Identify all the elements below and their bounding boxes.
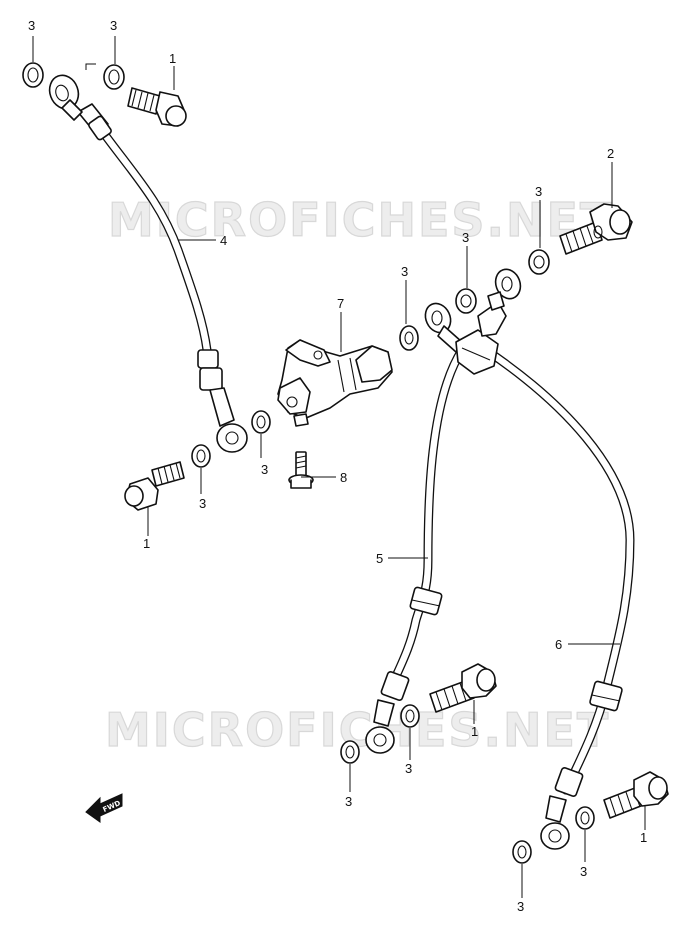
washer-3j[interactable] <box>575 806 595 830</box>
callout-3-lower-right: 3 <box>580 864 587 879</box>
watermark-top: MICROFICHES.NET <box>108 193 613 247</box>
callout-1-top: 1 <box>169 51 176 66</box>
washer-3a[interactable] <box>22 62 44 88</box>
callout-3-top-left: 3 <box>28 18 35 33</box>
fwd-arrow-icon: FWD <box>85 793 123 823</box>
leader-lines <box>32 36 646 898</box>
washer-3h[interactable] <box>400 704 420 728</box>
washer-3e[interactable] <box>399 325 419 351</box>
watermark-bottom: MICROFICHES.NET <box>105 703 610 757</box>
washer-3g[interactable] <box>251 410 271 434</box>
union-bolt-1a[interactable] <box>127 87 187 127</box>
callout-7: 7 <box>337 296 344 311</box>
callout-3-joint-right: 3 <box>401 264 408 279</box>
union-bolt-1b[interactable] <box>124 461 185 511</box>
hose-junction[interactable] <box>455 266 524 375</box>
washer-3d[interactable] <box>455 288 477 314</box>
three-way-joint-7[interactable] <box>277 339 393 427</box>
brake-hose-5[interactable] <box>365 299 467 754</box>
callout-3-bottom: 3 <box>517 899 524 914</box>
washer-3i[interactable] <box>340 740 360 764</box>
brake-hose-4[interactable] <box>45 63 248 453</box>
bolt-8[interactable] <box>288 451 314 489</box>
washer-3k[interactable] <box>512 840 532 864</box>
union-bolt-2[interactable] <box>559 203 633 255</box>
callout-3-joint-left: 3 <box>261 462 268 477</box>
callout-3-left: 3 <box>199 496 206 511</box>
callout-3-right-upper: 3 <box>535 184 542 199</box>
callout-6: 6 <box>555 637 562 652</box>
callout-3-lower-left: 3 <box>345 794 352 809</box>
callout-3-top-middle: 3 <box>110 18 117 33</box>
callout-3-lower-middle: 3 <box>405 761 412 776</box>
callout-8: 8 <box>340 470 347 485</box>
washer-3f[interactable] <box>191 444 211 468</box>
brake-hose-6[interactable] <box>481 345 635 850</box>
callout-5: 5 <box>376 551 383 566</box>
callout-4: 4 <box>220 233 227 248</box>
union-bolt-1c[interactable] <box>429 663 497 713</box>
callout-3-right-mid: 3 <box>462 230 469 245</box>
washer-3b[interactable] <box>103 64 125 90</box>
callout-2: 2 <box>607 146 614 161</box>
callout-1-lower-right: 1 <box>640 830 647 845</box>
callout-1-lower-middle: 1 <box>471 724 478 739</box>
union-bolt-1d[interactable] <box>603 771 669 819</box>
callout-1-left: 1 <box>143 536 150 551</box>
washer-3c[interactable] <box>528 249 550 275</box>
